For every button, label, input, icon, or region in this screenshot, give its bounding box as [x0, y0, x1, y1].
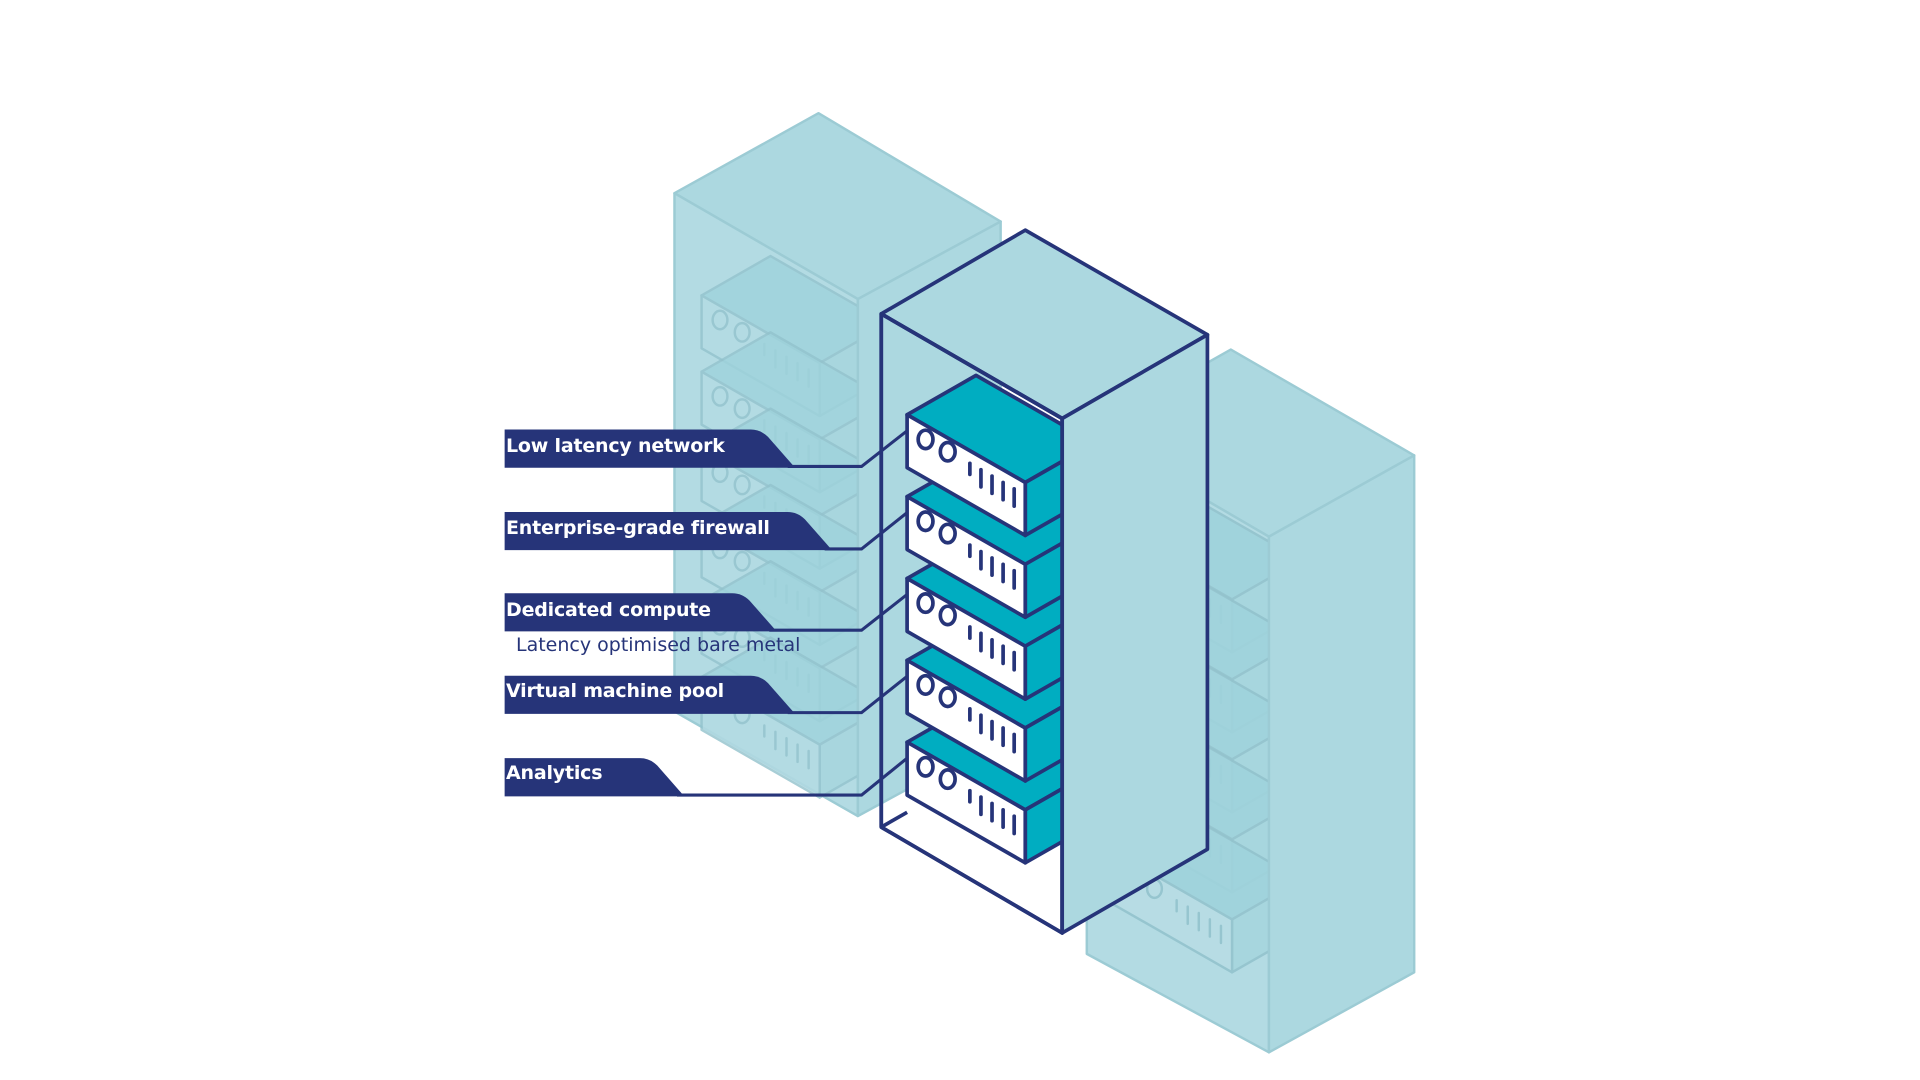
- label-analytics: Analytics: [506, 762, 603, 784]
- leader-line: [769, 593, 909, 632]
- label-tabs: [504, 429, 909, 797]
- label-low-latency-network: Low latency network: [506, 435, 725, 457]
- led-icon: [938, 768, 957, 791]
- label-virtual-machine-pool: Virtual machine pool: [506, 680, 724, 702]
- led-icon: [916, 673, 935, 697]
- led-icon: [916, 510, 935, 533]
- led-icon: [916, 428, 935, 451]
- led-icon: [938, 604, 957, 627]
- label-tab: [504, 675, 796, 714]
- rack-side: [1267, 454, 1416, 1054]
- led-icon: [916, 592, 935, 615]
- leader-line: [676, 756, 909, 797]
- server-front: [905, 412, 1028, 538]
- server-front: [905, 658, 1028, 783]
- rack-side: [1060, 332, 1210, 935]
- server-front: [905, 494, 1028, 620]
- led-icon: [938, 522, 957, 545]
- led-icon: [916, 755, 935, 778]
- label-tab: [504, 593, 777, 632]
- label-dedicated-compute-subtitle: Latency optimised bare metal: [516, 634, 801, 656]
- led-icon: [733, 398, 751, 420]
- led-icon: [711, 385, 729, 407]
- label-dedicated-compute: Dedicated compute: [506, 599, 711, 621]
- label-tab: [504, 512, 833, 551]
- rack-frame: [879, 312, 1065, 935]
- led-icon: [733, 550, 751, 572]
- leader-line: [824, 511, 909, 551]
- led-icon: [711, 309, 729, 331]
- label-tab: [504, 429, 796, 468]
- leader-line: [787, 675, 909, 715]
- rack-floor-edge: [880, 810, 909, 829]
- led-icon: [938, 440, 957, 463]
- main-rack: [879, 228, 1210, 935]
- label-enterprise-firewall: Enterprise-grade firewall: [506, 517, 770, 539]
- led-icon: [733, 474, 751, 496]
- leader-line: [787, 429, 909, 469]
- label-tab: [504, 758, 685, 797]
- server-front: [905, 576, 1028, 701]
- led-icon: [938, 686, 957, 709]
- server-front: [905, 740, 1028, 865]
- led-icon: [733, 321, 751, 343]
